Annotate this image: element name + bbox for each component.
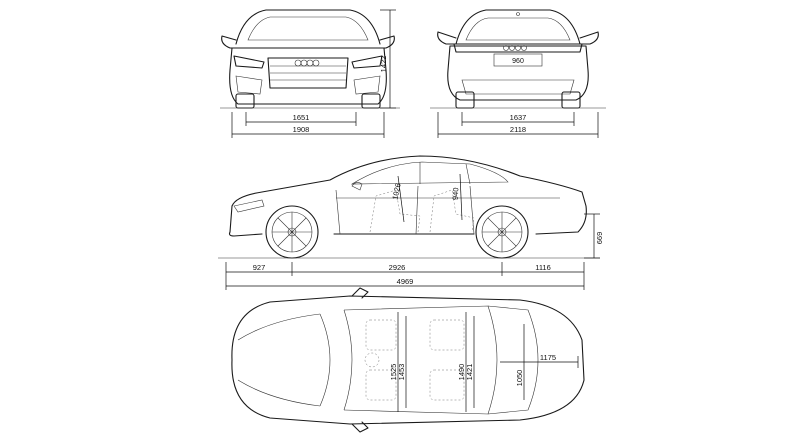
- front-width-label: 1908: [293, 125, 310, 134]
- shoulder-rear-label: 1490: [457, 364, 466, 381]
- rear-overhang-label: 1116: [535, 263, 551, 272]
- side-dimensions: 1026 940 669 927 2926 1116 4969: [225, 173, 604, 290]
- rear-plate-label: 960: [512, 58, 524, 65]
- elbow-front-label: 1453: [397, 364, 406, 381]
- elbow-rear-label: 1421: [465, 364, 474, 381]
- rear-width-label: 2118: [510, 125, 526, 134]
- rear-dimensions: 1637 2118: [437, 112, 599, 138]
- front-dimensions: 1422 1651 1908: [231, 9, 396, 138]
- front-height-label: 1422: [379, 56, 388, 73]
- rear-view: 960: [430, 9, 606, 109]
- wheelbase-label: 2926: [389, 263, 406, 272]
- total-length-label: 4969: [397, 277, 414, 286]
- trunk-length-label: 1175: [540, 353, 556, 362]
- headroom-rear-label: 940: [451, 187, 461, 200]
- rear-track-label: 1637: [510, 113, 527, 122]
- shoulder-front-label: 1525: [389, 364, 398, 381]
- headroom-front-label: 1026: [390, 182, 402, 200]
- rear-height-label: 669: [595, 232, 604, 245]
- front-overhang-label: 927: [253, 263, 266, 272]
- top-view: [231, 287, 585, 433]
- front-track-label: 1651: [293, 113, 310, 122]
- side-view: [218, 155, 600, 259]
- trunk-width-label: 1050: [515, 370, 524, 387]
- top-dimensions: 1525 1453 1490 1421 1175 1050: [389, 312, 579, 412]
- front-view: [220, 9, 400, 109]
